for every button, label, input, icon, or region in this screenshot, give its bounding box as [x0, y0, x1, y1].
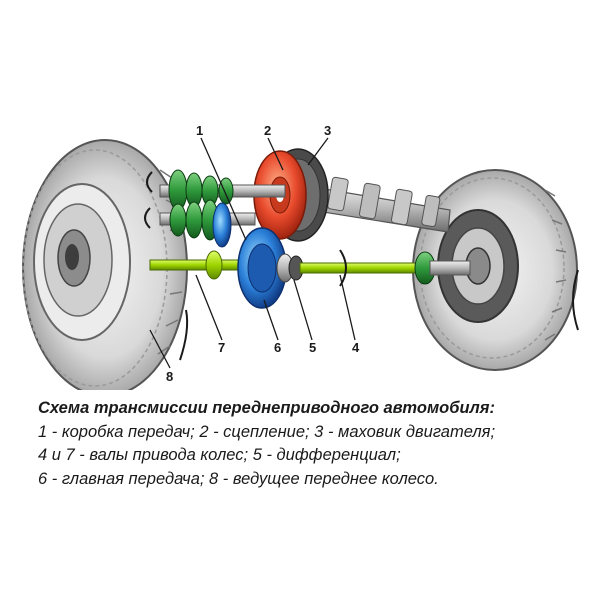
label-2: 2: [264, 123, 271, 138]
label-3: 3: [324, 123, 331, 138]
final-drive: [237, 227, 287, 309]
label-7: 7: [218, 340, 225, 355]
caption: Схема трансмиссии переднеприводного авто…: [38, 397, 578, 491]
caption-line: 6 - главная передача; 8 - ведущее передн…: [38, 469, 439, 488]
caption-title: Схема трансмиссии переднеприводного авто…: [38, 399, 496, 417]
right-wheel: [412, 169, 578, 371]
left-wheel: [22, 139, 188, 390]
crankshaft: [297, 176, 451, 233]
label-5: 5: [309, 340, 316, 355]
gearbox: [159, 169, 286, 248]
transmission-diagram: 1 2 3 4 5 6 7 8: [22, 123, 579, 390]
label-1: 1: [196, 123, 203, 138]
label-6: 6: [274, 340, 281, 355]
leader-lines: [149, 137, 356, 369]
caption-line: 4 и 7 - валы привода колес; 5 - дифферен…: [38, 446, 401, 464]
label-4: 4: [352, 340, 360, 355]
drive-shaft-right: [299, 251, 471, 285]
differential: [276, 253, 304, 283]
caption-line: 1 - коробка передач; 2 - сцепление; 3 - …: [38, 422, 496, 441]
label-8: 8: [166, 369, 173, 384]
